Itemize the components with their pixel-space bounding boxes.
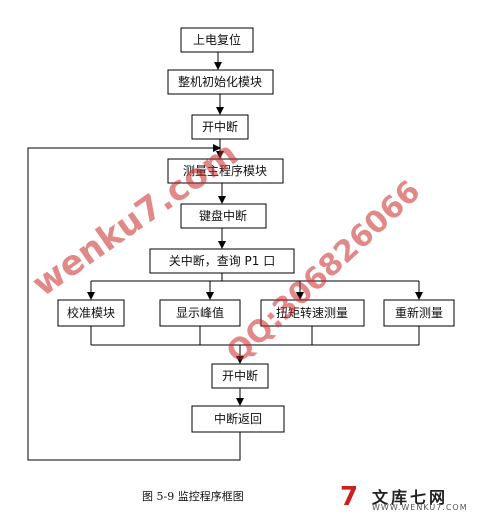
node-interrupt-return: 中断返回 <box>191 405 285 433</box>
node-calibration-label: 校准模块 <box>67 305 115 320</box>
logo-text: 文库七网 <box>372 488 449 507</box>
node-show-peak: 显示峰值 <box>159 299 241 327</box>
node-keyboard-interrupt: 键盘中断 <box>180 203 267 229</box>
node-torque-speed-label: 扭矩转速测量 <box>276 305 348 320</box>
node-open-interrupt-2-label: 开中断 <box>222 368 258 383</box>
node-power-on: 上电复位 <box>180 27 254 53</box>
node-torque-speed: 扭矩转速测量 <box>260 299 365 327</box>
node-close-query-label: 关中断，查询 P1 口 <box>169 253 276 268</box>
node-remeasure-label: 重新测量 <box>395 305 443 320</box>
site-logo: 7 文库七网 WWW.WENKU7.COM <box>340 484 490 516</box>
node-power-on-label: 上电复位 <box>193 32 241 47</box>
node-remeasure: 重新测量 <box>383 299 455 327</box>
node-open-interrupt-2: 开中断 <box>211 363 269 389</box>
node-open-interrupt-1: 开中断 <box>191 114 249 140</box>
logo-url: WWW.WENKU7.COM <box>372 503 468 512</box>
node-calibration: 校准模块 <box>57 299 125 327</box>
loop-back-line <box>27 144 241 461</box>
node-main-module-label: 测量主程序模块 <box>183 163 267 178</box>
node-close-query: 关中断，查询 P1 口 <box>149 248 295 274</box>
node-interrupt-return-label: 中断返回 <box>214 411 262 426</box>
node-open-interrupt-1-label: 开中断 <box>202 119 238 134</box>
node-keyboard-interrupt-label: 键盘中断 <box>199 208 247 223</box>
node-show-peak-label: 显示峰值 <box>176 305 224 320</box>
node-init-module-label: 整机初始化模块 <box>178 74 262 89</box>
figure-caption: 图 5-9 监控程序框图 <box>142 490 244 503</box>
node-main-module: 测量主程序模块 <box>167 158 284 184</box>
node-init-module: 整机初始化模块 <box>167 69 274 95</box>
logo-mark: 7 <box>340 482 359 512</box>
